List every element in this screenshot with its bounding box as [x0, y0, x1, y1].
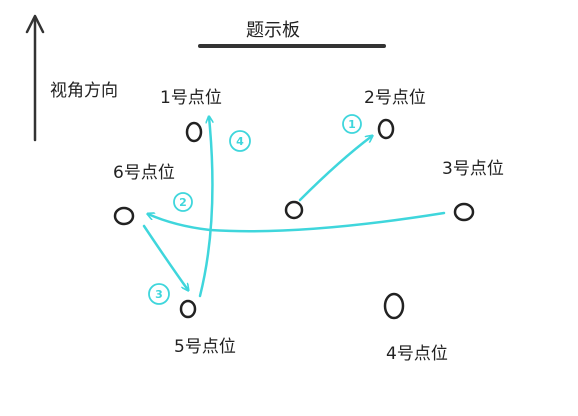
path-step-4 — [198, 117, 214, 298]
point-label-p5: 5号点位 — [174, 337, 236, 357]
point-marker-p4 — [383, 292, 405, 320]
path-step-1 — [298, 136, 372, 202]
step-badge-2: 2 — [173, 192, 193, 212]
point-label-p3: 3号点位 — [442, 159, 504, 179]
view-direction-label: 视角方向 — [50, 81, 118, 101]
view-direction-arrow — [25, 14, 45, 142]
path-step-2 — [148, 211, 446, 233]
path-step-3 — [142, 224, 188, 290]
step-number-3: 3 — [155, 288, 163, 301]
movement-paths — [142, 117, 446, 298]
center-marker — [284, 200, 304, 220]
point-label-p4: 4号点位 — [386, 344, 448, 364]
point-label-p6: 6号点位 — [113, 163, 175, 183]
point-label-p1: 1号点位 — [160, 88, 222, 108]
step-number-4: 4 — [236, 135, 244, 148]
board-title: 题示板 — [246, 20, 300, 41]
point-marker-p1 — [185, 121, 203, 143]
step-number-1: 1 — [348, 118, 356, 131]
point-marker-p6 — [113, 206, 135, 226]
point-marker-p2 — [377, 118, 395, 140]
step-badge-4: 4 — [229, 130, 251, 152]
point-marker-p3 — [453, 202, 475, 222]
point-marker-p5 — [179, 299, 197, 319]
step-badge-1: 1 — [342, 114, 362, 134]
step-badge-3: 3 — [148, 283, 170, 305]
point-label-p2: 2号点位 — [364, 88, 426, 108]
step-number-2: 2 — [179, 196, 187, 209]
point-markers — [113, 118, 475, 320]
board-bar — [198, 44, 386, 48]
